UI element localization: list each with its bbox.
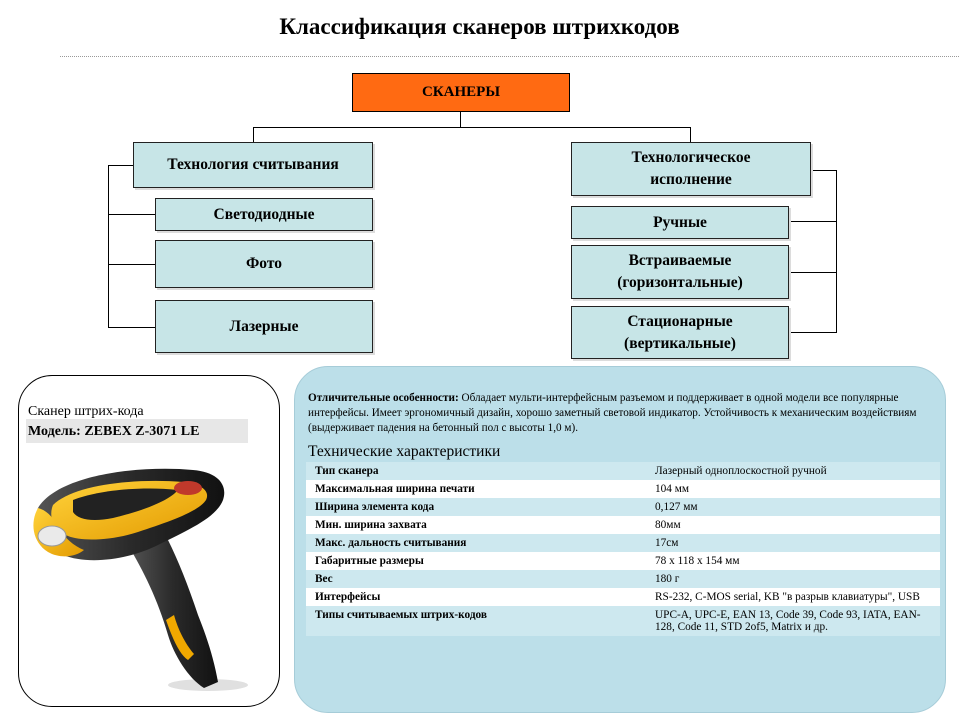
root-node: СКАНЕРЫ — [352, 73, 570, 112]
left-branch-header: Технология считывания — [133, 142, 373, 188]
spec-value: RS-232, C-MOS serial, KB "в разрыв клави… — [646, 588, 940, 606]
scanner-caption: Сканер штрих-кода Модель: ZEBEX Z-3071 L… — [28, 402, 199, 442]
spec-key: Макс. дальность считывания — [306, 534, 646, 552]
spec-value: UPC-A, UPC-E, EAN 13, Code 39, Code 93, … — [646, 606, 940, 636]
connector — [690, 127, 691, 142]
table-row: Ширина элемента кода 0,127 мм — [306, 498, 940, 516]
spec-value: 17см — [646, 534, 940, 552]
spec-value: Лазерный одноплоскостной ручной — [646, 462, 940, 480]
spec-key: Мин. ширина захвата — [306, 516, 646, 534]
table-row: Интерфейсы RS-232, C-MOS serial, KB "в р… — [306, 588, 940, 606]
spec-key: Максимальная ширина печати — [306, 480, 646, 498]
right-item-stationary: Стационарные (вертикальные) — [571, 306, 789, 359]
right-branch-header: Технологическое исполнение — [571, 142, 811, 196]
right-item-line1: Стационарные — [627, 311, 732, 333]
connector — [789, 221, 837, 222]
table-row: Максимальная ширина печати 104 мм — [306, 480, 940, 498]
table-row: Тип сканера Лазерный одноплоскостной руч… — [306, 462, 940, 480]
spec-key: Тип сканера — [306, 462, 646, 480]
connector — [108, 264, 155, 265]
connector — [253, 127, 691, 128]
connector — [108, 327, 155, 328]
right-item-line1: Ручные — [653, 212, 707, 234]
spec-value: 104 мм — [646, 480, 940, 498]
spec-value: 80мм — [646, 516, 940, 534]
specs-table: Тип сканера Лазерный одноплоскостной руч… — [306, 462, 940, 636]
connector — [108, 214, 155, 215]
right-item-line2: (вертикальные) — [624, 333, 736, 355]
spec-value: 180 г — [646, 570, 940, 588]
spec-key: Вес — [306, 570, 646, 588]
right-header-line2: исполнение — [650, 169, 732, 191]
spec-key: Габаритные размеры — [306, 552, 646, 570]
table-row: Типы считываемых штрих-кодов UPC-A, UPC-… — [306, 606, 940, 636]
connector — [811, 170, 837, 171]
scanner-model: Модель: ZEBEX Z-3071 LE — [28, 422, 199, 442]
page-title: Классификация сканеров штрихкодов — [0, 14, 959, 40]
connector — [789, 272, 837, 273]
connector — [253, 127, 254, 142]
description-label: Отличительные особенности: — [308, 392, 459, 404]
spec-key: Интерфейсы — [306, 588, 646, 606]
table-row: Мин. ширина захвата 80мм — [306, 516, 940, 534]
left-item-photo: Фото — [155, 240, 373, 288]
spec-key: Ширина элемента кода — [306, 498, 646, 516]
title-divider — [60, 56, 959, 57]
specs-title: Технические характеристики — [308, 443, 500, 461]
right-item-line1: Встраиваемые — [629, 250, 732, 272]
spec-value: 0,127 мм — [646, 498, 940, 516]
right-item-handheld: Ручные — [571, 206, 789, 239]
connector — [108, 165, 134, 166]
table-row: Вес 180 г — [306, 570, 940, 588]
right-header-line1: Технологическое — [631, 147, 750, 169]
right-item-line2: (горизонтальные) — [617, 272, 743, 294]
barcode-scanner-image — [18, 450, 278, 700]
connector — [836, 170, 837, 332]
right-item-embedded: Встраиваемые (горизонтальные) — [571, 245, 789, 299]
connector — [108, 165, 109, 327]
spec-value: 78 х 118 х 154 мм — [646, 552, 940, 570]
scanner-label: Сканер штрих-кода — [28, 402, 199, 422]
table-row: Габаритные размеры 78 х 118 х 154 мм — [306, 552, 940, 570]
left-item-led: Светодиодные — [155, 198, 373, 231]
connector — [789, 332, 837, 333]
connector — [460, 112, 461, 127]
table-row: Макс. дальность считывания 17см — [306, 534, 940, 552]
spec-key: Типы считываемых штрих-кодов — [306, 606, 646, 636]
description: Отличительные особенности: Обладает муль… — [308, 391, 934, 436]
left-item-laser: Лазерные — [155, 300, 373, 353]
